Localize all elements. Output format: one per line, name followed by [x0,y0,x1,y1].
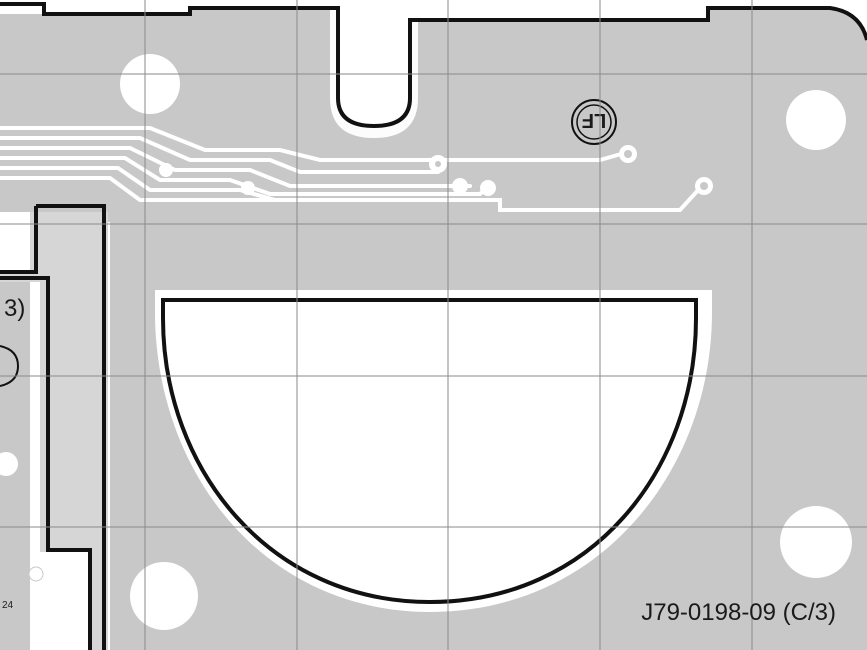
mounting-hole [780,506,852,578]
left-section-clearance [0,212,108,650]
connector-mark-icon: LF [571,99,617,145]
small-left-label: 24 [2,600,14,611]
part-number-label: J79-0198-09 (C/3) [641,599,836,626]
left-edge-label: 3) [4,295,25,322]
signal-traces [0,126,702,212]
small-hole [0,452,18,476]
small-hole [28,566,44,582]
connector-mark-label: LF [582,109,606,131]
left-white-strip [0,212,30,274]
mounting-hole [30,606,74,650]
mounting-hole [120,54,180,114]
half-cutout-clearance [155,290,712,612]
trace-pad-holes [435,150,708,190]
mounting-hole [786,90,846,150]
mounting-hole [130,562,198,630]
partial-circle-mark [0,345,20,387]
